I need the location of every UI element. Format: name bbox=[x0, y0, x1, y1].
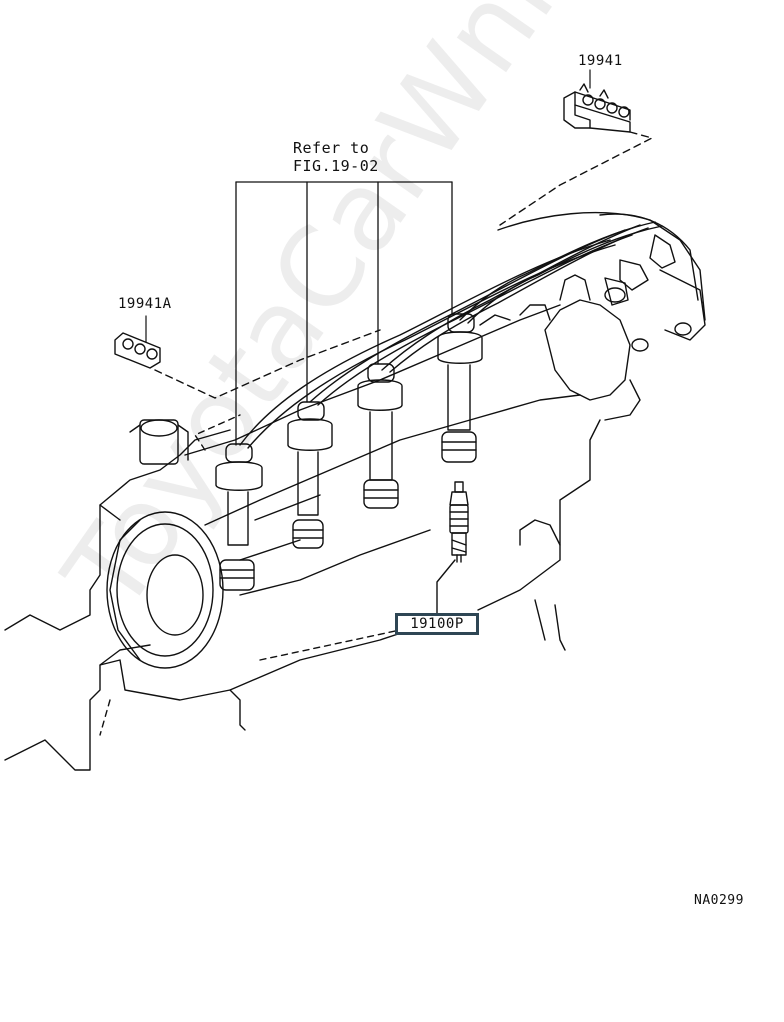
spark-plug-leader bbox=[437, 560, 455, 613]
hidden-line bbox=[260, 630, 400, 660]
refer-leader-lines bbox=[236, 182, 452, 445]
plug-boot-1 bbox=[216, 444, 262, 590]
clamp-19941 bbox=[564, 70, 630, 132]
spark-plug bbox=[450, 482, 468, 562]
clamp-19941a bbox=[115, 316, 160, 368]
figure-reference-label: FIG.19-02 bbox=[293, 157, 379, 175]
hidden-line bbox=[100, 700, 110, 735]
refer-to-label: Refer to bbox=[293, 139, 370, 157]
clamp-19941-dashed-leader bbox=[500, 132, 652, 225]
hidden-line bbox=[195, 415, 240, 450]
part-number-19100p-highlighted[interactable]: 19100P bbox=[395, 613, 479, 635]
engine-block bbox=[5, 275, 691, 770]
ignition-wire-bundle bbox=[240, 213, 705, 448]
plug-boot-4 bbox=[438, 314, 482, 462]
plug-boot-2 bbox=[288, 402, 332, 548]
plug-boot-3 bbox=[358, 364, 402, 508]
clamp-19941a-dashed-leader bbox=[155, 330, 380, 398]
part-number-19941[interactable]: 19941 bbox=[578, 53, 623, 69]
figure-code: NA0299 bbox=[694, 893, 744, 908]
part-number-19941a[interactable]: 19941A bbox=[118, 296, 172, 312]
